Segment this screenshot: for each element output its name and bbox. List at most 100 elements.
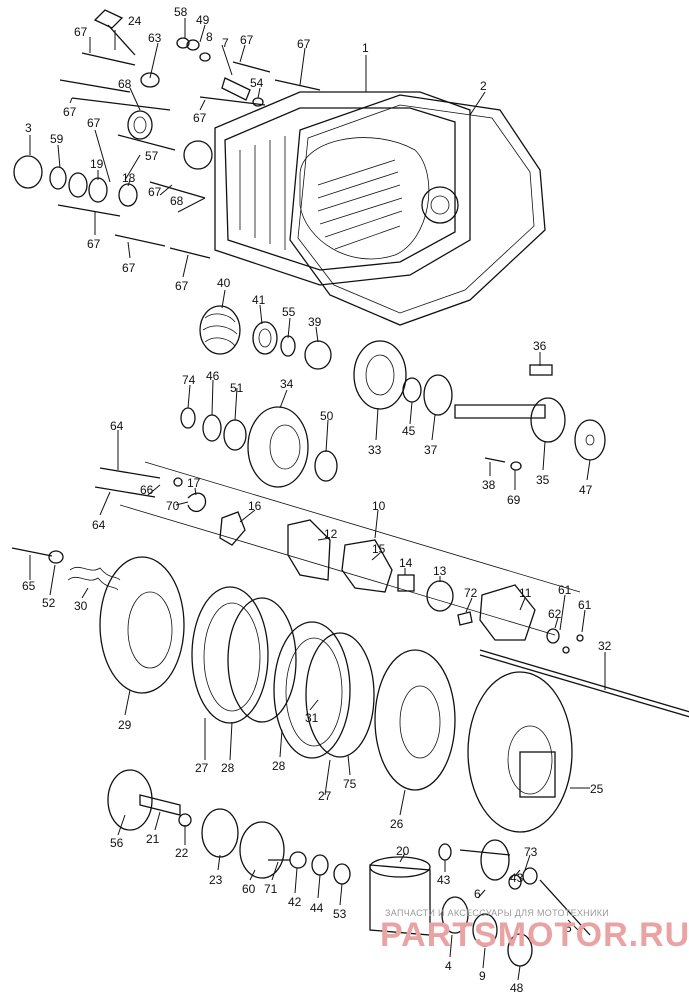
part-label: 8 (206, 30, 213, 44)
small-parts-drawing (13, 9, 264, 207)
part-label: 20 (396, 844, 410, 858)
part-label: 32 (598, 639, 612, 653)
part-label: 60 (242, 882, 256, 896)
part-label: 38 (482, 478, 496, 492)
part-label: 51 (230, 381, 244, 395)
part-label: 39 (308, 315, 322, 329)
part-label: 18 (122, 171, 136, 185)
part-label: 75 (343, 777, 357, 791)
part-label: 37 (424, 443, 438, 457)
part-label: 14 (399, 556, 413, 570)
part-label: 43 (510, 871, 524, 885)
part-label: 42 (288, 895, 302, 909)
part-label: 53 (333, 907, 347, 921)
part-label: 24 (128, 14, 142, 28)
part-label: 67 (240, 33, 254, 47)
cover-bolts-drawing (57, 52, 321, 259)
part-label: 33 (368, 443, 382, 457)
part-label: 56 (110, 836, 124, 850)
part-label: 16 (248, 499, 262, 513)
part-label: 57 (145, 149, 159, 163)
part-label: 70 (166, 499, 180, 513)
part-label: 2 (480, 79, 487, 93)
part-label: 40 (217, 276, 231, 290)
part-label: 58 (174, 5, 188, 19)
part-label: 4 (445, 959, 452, 973)
shift-parts-drawing (180, 305, 606, 488)
part-label: 6 (474, 887, 481, 901)
part-label: 11 (519, 586, 532, 600)
lower-parts-drawing (107, 769, 591, 967)
part-label: 45 (402, 424, 416, 438)
part-label: 27 (195, 761, 209, 775)
part-label: 67 (74, 25, 88, 39)
part-label: 1 (362, 41, 369, 55)
part-label: 3 (25, 121, 32, 135)
part-label: 30 (74, 599, 88, 613)
part-label: 9 (479, 969, 486, 983)
part-label: 27 (318, 789, 332, 803)
part-label: 49 (196, 13, 210, 27)
part-label: 65 (22, 579, 36, 593)
part-label: 67 (193, 111, 207, 125)
part-label: 22 (175, 846, 189, 860)
part-label: 28 (272, 759, 286, 773)
part-label: 73 (524, 845, 538, 859)
part-labels: 67 24 58 49 8 7 67 67 63 1 68 54 2 67 67… (22, 5, 612, 995)
part-label: 10 (372, 499, 386, 513)
part-label: 25 (590, 782, 604, 796)
part-label: 46 (206, 369, 220, 383)
part-label: 67 (122, 261, 136, 275)
part-label: 68 (118, 77, 132, 91)
part-label: 31 (305, 711, 319, 725)
part-label: 41 (252, 293, 266, 307)
clutch-lifter-drawing (94, 461, 689, 718)
part-label: 66 (140, 483, 154, 497)
part-label: 67 (175, 279, 189, 293)
part-label: 36 (533, 339, 547, 353)
part-label: 52 (42, 596, 56, 610)
leader-lines (29, 18, 606, 981)
part-label: 59 (50, 132, 64, 146)
part-label: 19 (90, 157, 104, 171)
part-label: 74 (182, 373, 196, 387)
part-label: 7 (222, 36, 229, 50)
part-label: 44 (310, 901, 324, 915)
part-label: 50 (320, 409, 334, 423)
part-label: 23 (209, 873, 223, 887)
part-label: 64 (92, 518, 106, 532)
part-label: 67 (297, 37, 311, 51)
part-label: 64 (110, 419, 124, 433)
part-label: 43 (437, 873, 451, 887)
part-label: 71 (264, 882, 278, 896)
part-label: 67 (63, 105, 77, 119)
part-label: 63 (148, 31, 162, 45)
part-label: 72 (464, 586, 478, 600)
part-label: 29 (118, 718, 132, 732)
clutch-pack-drawing (11, 547, 573, 833)
part-label: 5 (565, 921, 572, 935)
part-label: 68 (170, 194, 184, 208)
part-label: 26 (390, 817, 404, 831)
part-label: 61 (558, 583, 572, 597)
part-label: 28 (221, 761, 235, 775)
part-label: 69 (507, 493, 521, 507)
part-label: 67 (87, 116, 101, 130)
part-label: 62 (548, 607, 562, 621)
part-label: 21 (146, 832, 160, 846)
watermark: ЗАПЧАСТИ И АКСЕССУАРЫ ДЛЯ МОТОТЕХНИКИ PA… (380, 908, 689, 954)
part-label: 67 (87, 237, 101, 251)
clutch-cover-drawing (183, 91, 471, 286)
part-label: 47 (579, 483, 593, 497)
part-label: 54 (250, 76, 264, 90)
part-label: 12 (324, 527, 338, 541)
part-label: 55 (282, 305, 296, 319)
part-label: 17 (187, 476, 201, 490)
cover-gasket-drawing (289, 94, 546, 326)
watermark-brand: PARTSMOTOR.RU (380, 916, 689, 954)
part-label: 35 (536, 473, 550, 487)
part-label: 48 (510, 981, 524, 995)
watermark-tagline: ЗАПЧАСТИ И АКСЕССУАРЫ ДЛЯ МОТОТЕХНИКИ (385, 908, 609, 918)
part-label: 61 (578, 598, 592, 612)
